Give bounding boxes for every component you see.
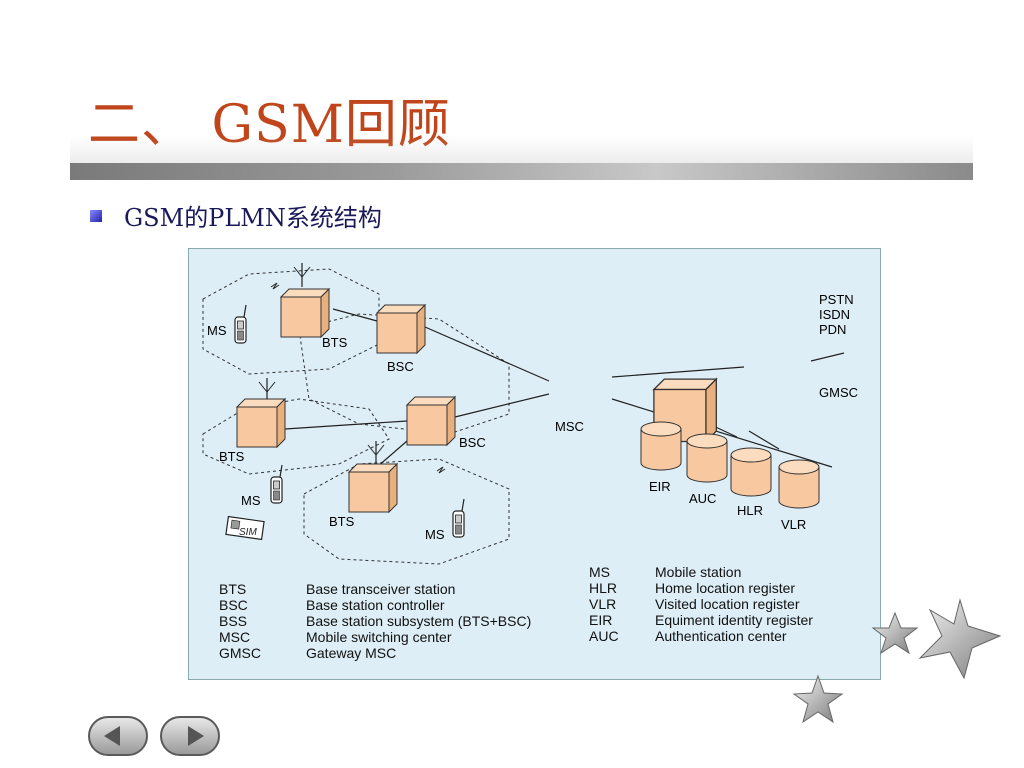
prev-slide-button[interactable] — [88, 716, 148, 756]
legend-abbr: BSC — [219, 597, 248, 613]
legend-desc: Base transceiver station — [306, 581, 455, 597]
legend-abbr: VLR — [589, 596, 616, 612]
hlr-label: HLR — [737, 503, 763, 518]
msc-label: MSC — [555, 419, 584, 434]
legend-abbr: EIR — [589, 612, 612, 628]
bts-mid-label: BTS — [219, 449, 245, 464]
title-rule-shadow — [70, 136, 973, 164]
bts-top-node — [280, 288, 330, 338]
hlr-node — [730, 447, 772, 497]
auc-label: AUC — [689, 491, 716, 506]
legend-abbr: AUC — [589, 628, 619, 644]
ms-mid-label: MS — [241, 493, 261, 508]
legend-desc: Equiment identity register — [655, 612, 813, 628]
auc-node — [686, 433, 728, 483]
plmn-diagram: SIM BTS BSC BTS BSC BTS MSC GMSC MS MS M… — [188, 248, 881, 680]
bsc-top-label: BSC — [387, 359, 414, 374]
bullet-icon — [90, 210, 102, 222]
star-icon — [918, 598, 1002, 680]
legend-desc: Base station controller — [306, 597, 445, 613]
legend-abbr: BTS — [219, 581, 246, 597]
ext-network-isdn: ISDN — [819, 307, 850, 322]
legend-desc: Mobile station — [655, 564, 741, 580]
legend-abbr: BSS — [219, 613, 247, 629]
legend-desc: Visited location register — [655, 596, 800, 612]
legend-abbr: MS — [589, 564, 610, 580]
legend-desc: Home location register — [655, 580, 795, 596]
legend-abbr: MSC — [219, 629, 250, 645]
eir-node — [640, 421, 682, 471]
ms-low-phone-icon — [452, 498, 465, 538]
bsc-mid-node — [406, 396, 456, 446]
bts-top-label: BTS — [322, 335, 348, 350]
legend-desc: Mobile switching center — [306, 629, 452, 645]
ext-network-pstn: PSTN — [819, 292, 854, 307]
legend-desc: Gateway MSC — [306, 645, 396, 661]
bullet-text: GSM的PLMN系统结构 — [124, 204, 382, 232]
bts-low-label: BTS — [329, 514, 355, 529]
next-slide-button[interactable] — [160, 716, 220, 756]
gmsc-label: GMSC — [819, 385, 858, 400]
ms-top-phone-icon — [234, 304, 247, 344]
star-icon — [792, 674, 844, 724]
ms-low-label: MS — [425, 527, 445, 542]
legend-desc: Authentication center — [655, 628, 787, 644]
slide-title: 二、 GSM回顾 — [88, 95, 451, 155]
bts-low-node — [348, 463, 398, 513]
legend-left: BTS Base transceiver station BSC Base st… — [219, 581, 531, 661]
legend-right: MS Mobile station HLR Home location regi… — [589, 564, 813, 644]
prev-arrow-icon — [104, 726, 120, 746]
legend-abbr: GMSC — [219, 645, 261, 661]
bsc-mid-label: BSC — [459, 435, 486, 450]
sim-card-icon: SIM — [225, 515, 265, 541]
title-rule — [70, 163, 973, 180]
sim-label: SIM — [239, 527, 257, 538]
star-icon — [871, 611, 919, 655]
next-arrow-icon — [188, 726, 204, 746]
ms-top-label: MS — [207, 323, 227, 338]
legend-abbr: HLR — [589, 580, 617, 596]
bts-mid-node — [236, 398, 286, 448]
eir-label: EIR — [649, 479, 671, 494]
vlr-node — [778, 459, 820, 509]
legend-desc: Base station subsystem (BTS+BSC) — [306, 613, 531, 629]
bsc-top-node — [376, 304, 426, 354]
stars-decoration — [792, 598, 1002, 724]
ext-network-pdn: PDN — [819, 322, 846, 337]
vlr-label: VLR — [781, 517, 806, 532]
